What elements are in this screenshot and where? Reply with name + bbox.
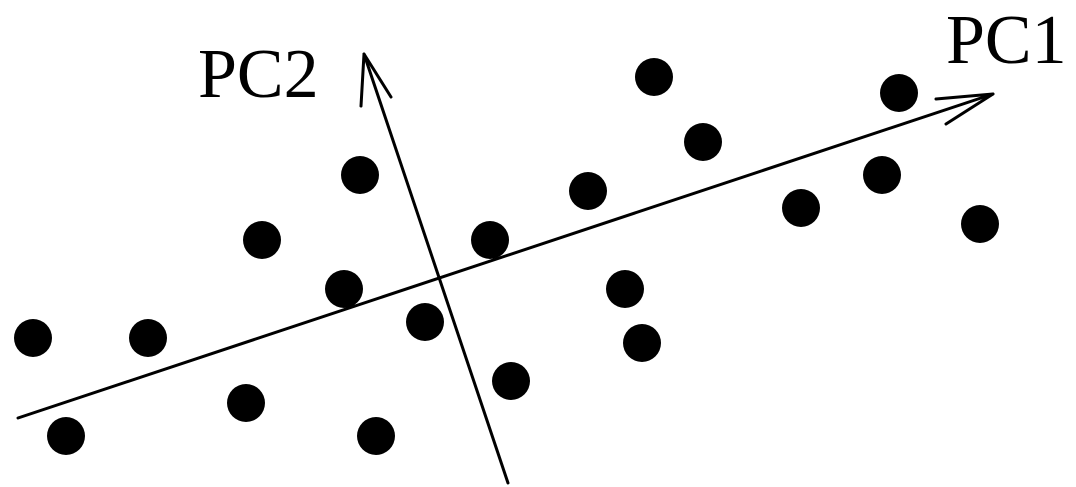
pc2-axis: PC2 xyxy=(198,36,510,485)
data-point xyxy=(880,74,918,112)
data-point xyxy=(14,319,52,357)
data-point xyxy=(243,221,281,259)
pc2-label: PC2 xyxy=(198,36,319,113)
data-point xyxy=(606,270,644,308)
data-point xyxy=(492,362,530,400)
data-point xyxy=(357,417,395,455)
data-point xyxy=(129,319,167,357)
data-point xyxy=(47,417,85,455)
data-point xyxy=(341,156,379,194)
pc1-axis-line xyxy=(16,92,995,420)
data-point xyxy=(961,205,999,243)
pc2-axis-line xyxy=(362,52,510,485)
data-point xyxy=(406,303,444,341)
data-points xyxy=(14,58,999,455)
data-point xyxy=(684,123,722,161)
data-point xyxy=(782,189,820,227)
data-point xyxy=(863,156,901,194)
data-point xyxy=(325,270,363,308)
pc1-label: PC1 xyxy=(946,2,1067,79)
data-point xyxy=(635,58,673,96)
data-point xyxy=(569,172,607,210)
pc1-axis: PC1 xyxy=(16,2,1067,420)
pc2-arrowhead xyxy=(359,52,393,108)
data-point xyxy=(227,384,265,422)
pc1-arrowhead xyxy=(934,92,995,126)
data-point xyxy=(471,221,509,259)
data-point xyxy=(623,324,661,362)
